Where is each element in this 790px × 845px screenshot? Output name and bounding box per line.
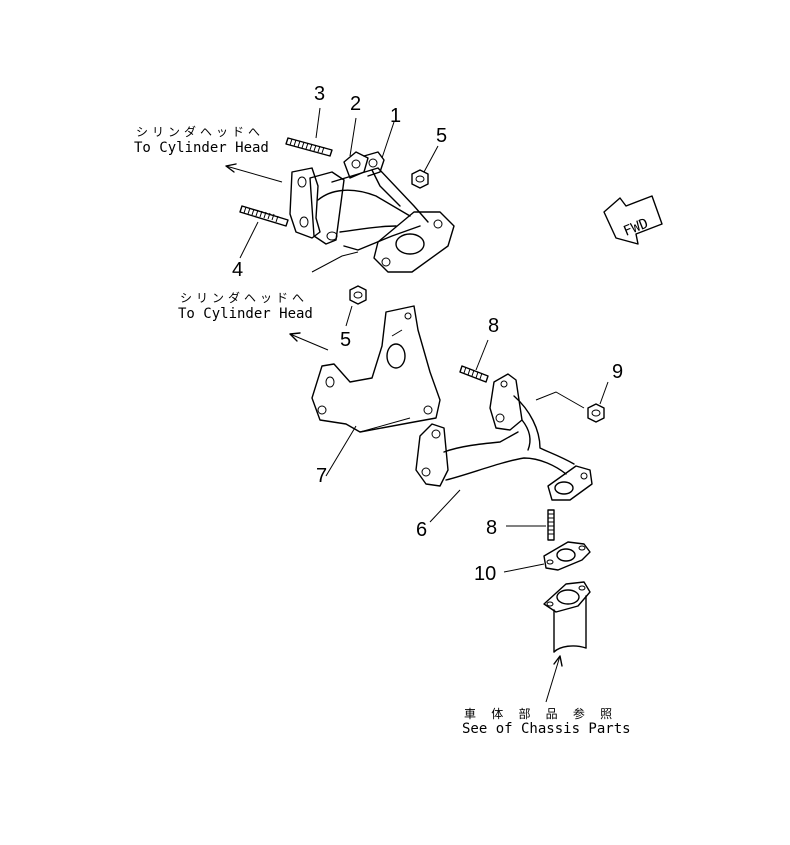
stud-part-3 [285,137,333,157]
callout-11: 8 [486,517,497,539]
stud-part-4 [239,205,289,227]
nut-part-5-upper [411,169,429,189]
callout-2: 2 [350,93,361,115]
note-cyl-head-2-en: To Cylinder Head [178,306,313,322]
callout-numbers: 3 2 1 5 4 5 8 9 7 6 8 10 [232,83,623,585]
forward-arrow-icon: FWD [603,195,663,245]
callout-3: 1 [390,105,401,127]
callout-8: 9 [612,361,623,383]
leader-lines [225,107,609,703]
note-cyl-head-2-jp: シリンダヘッドへ [180,290,308,305]
callout-1: 3 [314,83,325,105]
chassis-pipe [543,581,591,653]
note-cyl-head-1-jp: シリンダヘッドへ [136,124,264,139]
note-chassis-jp: 車 体 部 品 参 照 [464,706,616,721]
notes: シリンダヘッドへ To Cylinder Head シリンダヘッドへ To Cy… [134,124,631,737]
nut-part-5-lower [349,285,367,305]
heat-shield-part-7 [311,305,441,433]
upper-elbow-part [289,151,455,273]
callout-5: 4 [232,259,243,281]
callout-6: 5 [340,329,351,351]
stud-part-8-upper [459,365,489,383]
fwd-label: FWD [621,216,650,240]
lower-manifold-part-6 [415,373,593,501]
callout-4: 5 [436,125,447,147]
note-chassis-en: See of Chassis Parts [462,721,631,737]
callout-12: 10 [474,563,496,585]
gasket-part-10 [543,541,591,571]
callout-7: 8 [488,315,499,337]
note-cyl-head-1-en: To Cylinder Head [134,140,269,156]
callout-9: 7 [316,465,327,487]
nut-part-9 [587,403,605,423]
stud-part-8-lower [547,509,555,541]
callout-10: 6 [416,519,427,541]
